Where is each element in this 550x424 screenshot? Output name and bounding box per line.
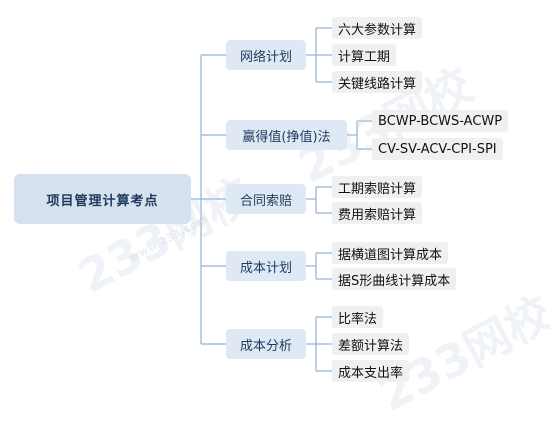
connector-lines <box>191 27 372 372</box>
leaf-node: 费用索赔计算 <box>332 202 423 224</box>
leaf-node: CV-SV-ACV-CPI-SPI <box>372 138 503 160</box>
leaf-node: 比率法 <box>332 306 384 328</box>
leaf-node: 成本支出率 <box>332 360 410 382</box>
leaf-node: 据S形曲线计算成本 <box>332 268 457 290</box>
branch-node-network-plan: 网络计划 <box>226 40 306 70</box>
mind-map: 233网校 233网校 233网校 www.233.com 项目管理计算考点 网… <box>14 17 550 422</box>
leaf-node: 计算工期 <box>332 44 397 66</box>
branch-node-cost-plan: 成本计划 <box>226 251 306 281</box>
leaf-node: 六大参数计算 <box>332 17 423 39</box>
leaf-node: 工期索赔计算 <box>332 176 423 198</box>
leaf-node: 关键线路计算 <box>332 71 423 93</box>
branch-node-cost-analysis: 成本分析 <box>226 329 306 359</box>
leaf-node: 差额计算法 <box>332 333 410 355</box>
leaf-node: 据横道图计算成本 <box>332 242 449 264</box>
leaf-node: BCWP-BCWS-ACWP <box>372 110 509 132</box>
branch-node-contract-claim: 合同索赔 <box>226 184 306 214</box>
branch-node-earned-value: 赢得值(挣值)法 <box>226 120 347 150</box>
root-node: 项目管理计算考点 <box>14 174 191 224</box>
